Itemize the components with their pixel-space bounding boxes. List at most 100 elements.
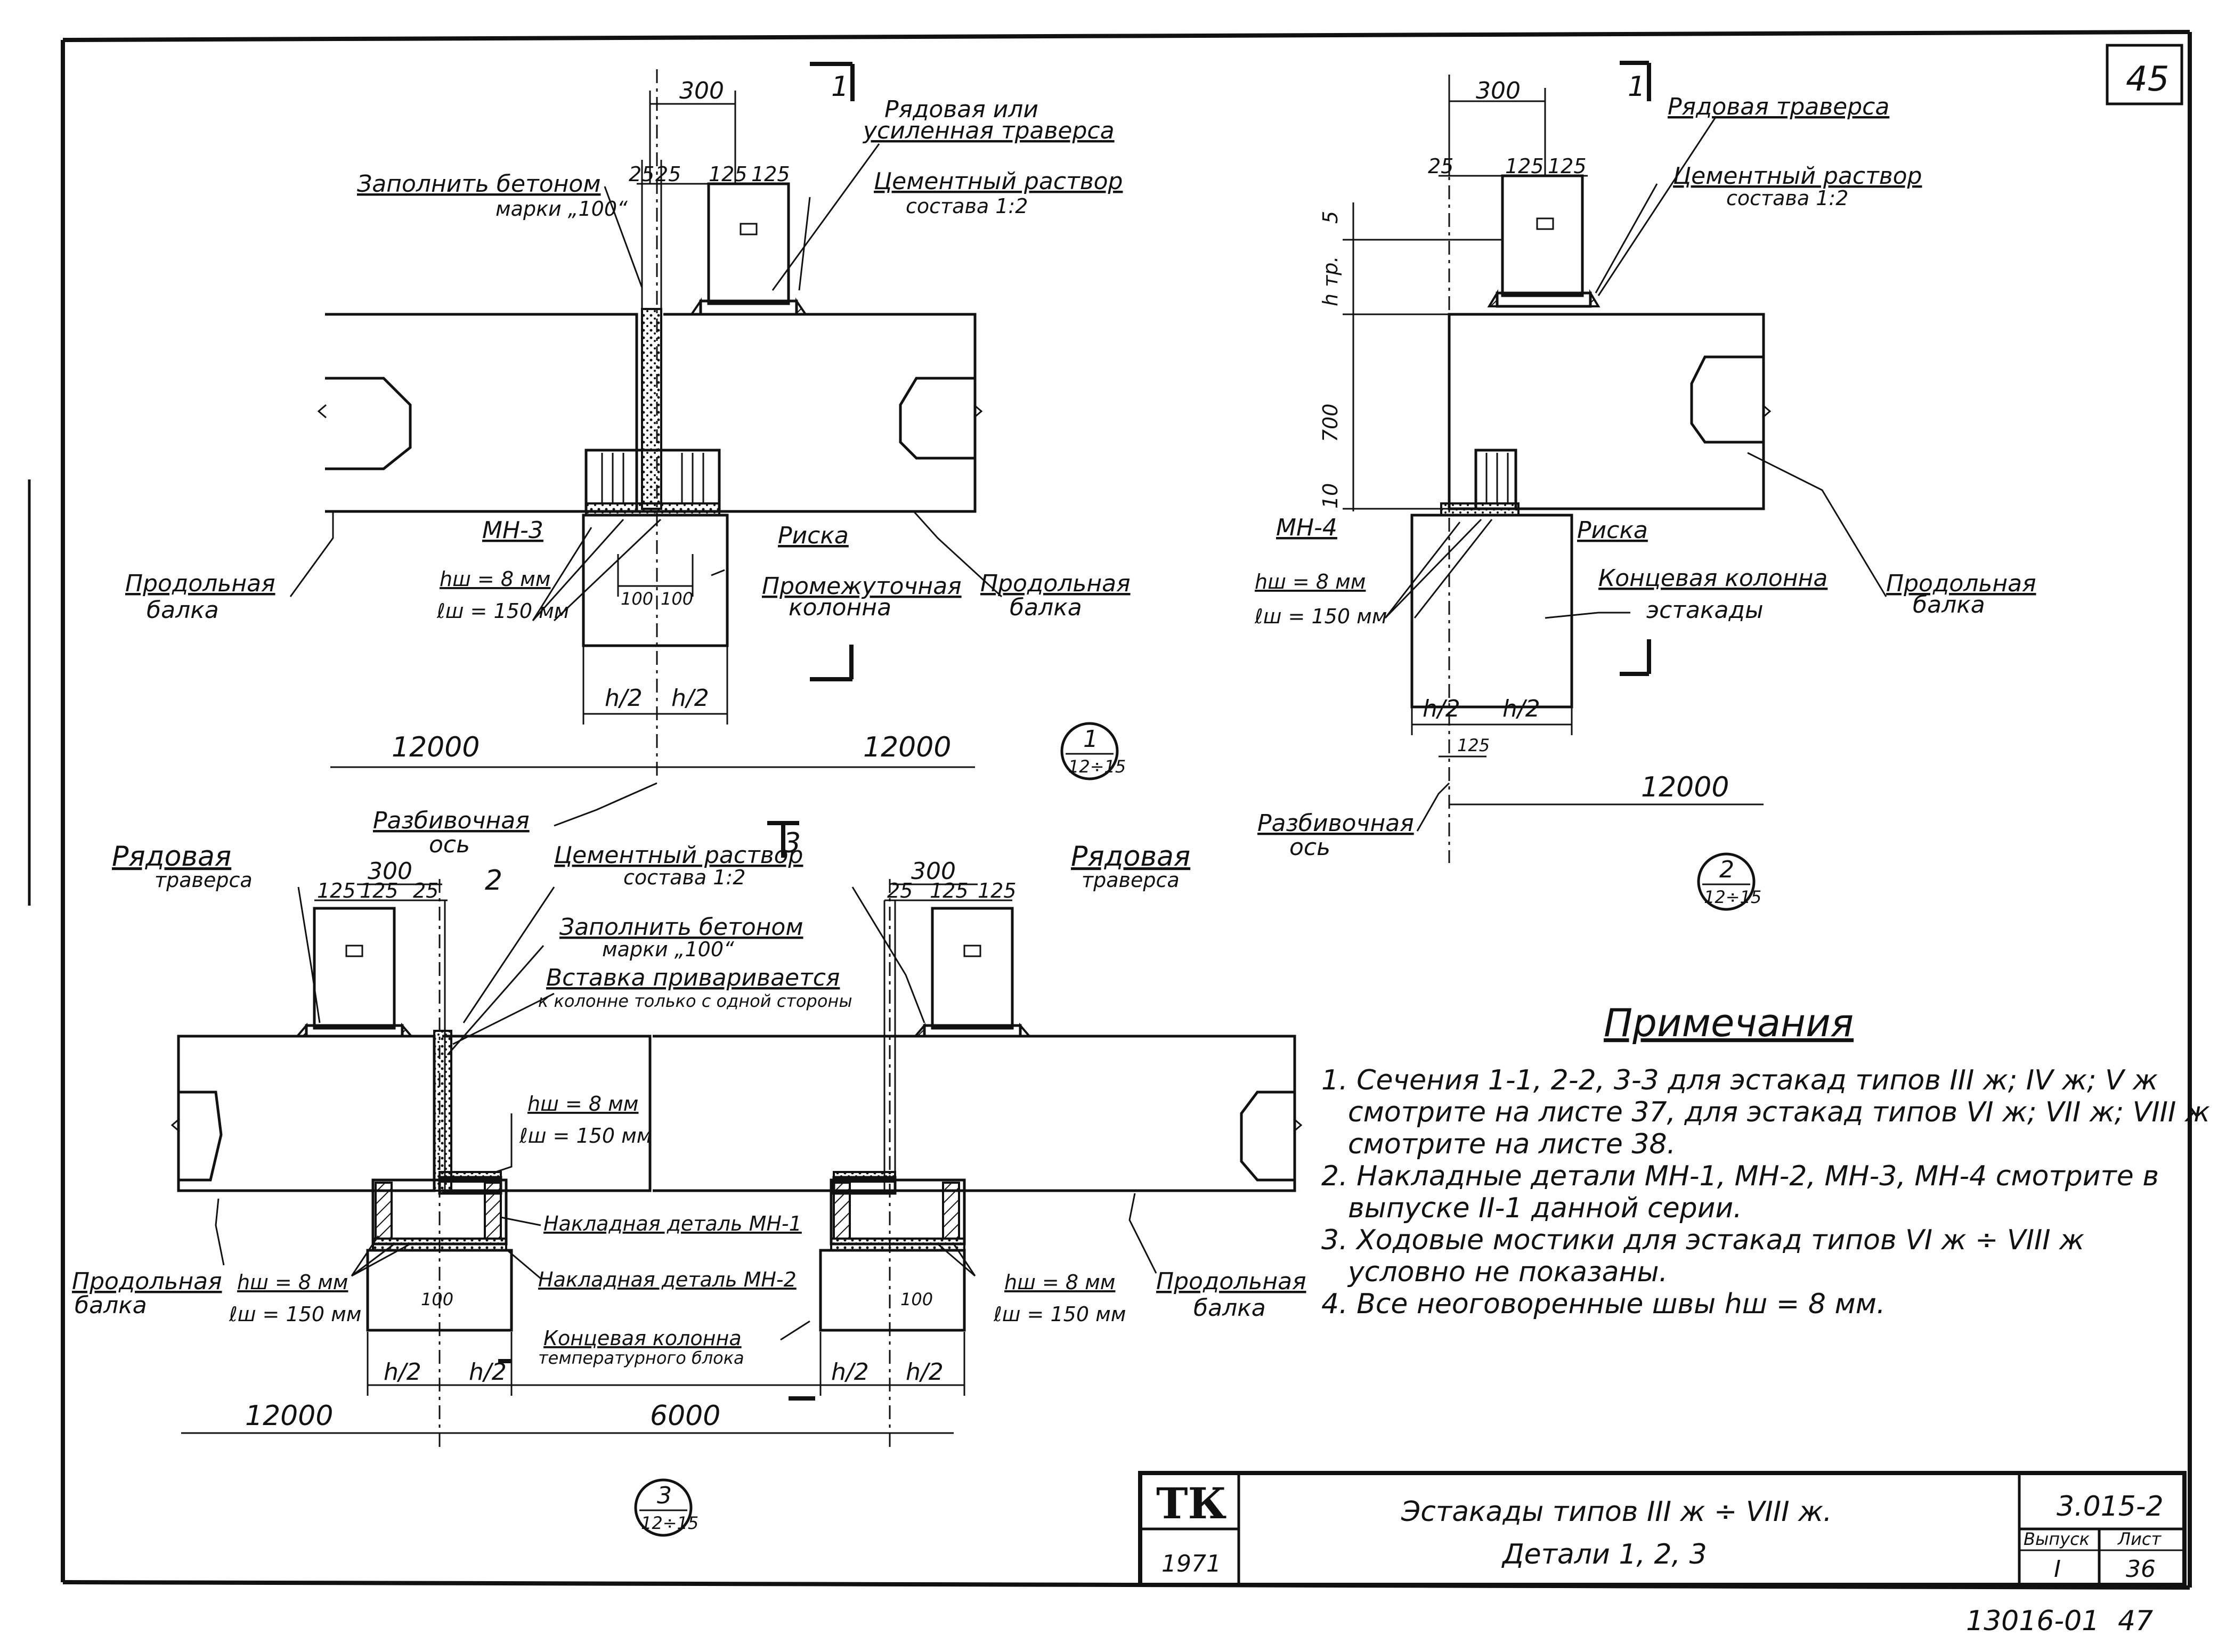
d3-mortar1: Цементный раствор	[554, 842, 803, 869]
d2-dim-5: 5	[1319, 211, 1342, 224]
d1-label-beam-l2: балка	[147, 597, 219, 624]
d3-dim-25l: 25	[413, 879, 438, 902]
d1-axis2: ось	[429, 831, 470, 858]
d3-beam-r2: балка	[1193, 1295, 1266, 1322]
note-2a: 2. Накладные детали МН-1, МН-2, МН-3, МН…	[1321, 1160, 2159, 1192]
d1-label-hw: hш = 8 мм	[440, 567, 550, 591]
detail-1-bubble	[1060, 722, 1119, 780]
d2-label-col2: эстакады	[1646, 597, 1764, 624]
bottom-number: 47	[2118, 1605, 2153, 1637]
d3-bubble-num: 3	[657, 1482, 672, 1509]
issue-label: Выпуск	[2024, 1529, 2090, 1549]
d1-bubble-num: 1	[1083, 726, 1098, 753]
d1-dim-125b: 125	[751, 162, 790, 186]
d3-dim-125l1: 125	[317, 879, 356, 902]
d1-label-col2: колонна	[789, 594, 891, 621]
d2-label-col1: Концевая колонна	[1598, 565, 1827, 592]
d2-label-mortar1: Цементный раствор	[1673, 162, 1922, 190]
d3-dim-300l: 300	[368, 858, 412, 885]
d1-label-mortar1: Цементный раствор	[874, 168, 1123, 195]
note-4: 4. Все неоговоренные швы hш = 8 мм.	[1321, 1288, 1885, 1320]
d3-beam-r1: Продольная	[1156, 1268, 1306, 1295]
doc-code: 3.015-2	[2057, 1491, 2164, 1523]
d1-axis1: Разбивочная	[373, 807, 530, 834]
d1-label-lw: ℓш = 150 мм	[436, 599, 569, 623]
note-2b: выпуске II-1 данной серии.	[1348, 1192, 1742, 1224]
column-hatch	[601, 453, 704, 503]
note-3a: 3. Ходовые мостики для эстакад типов VI …	[1321, 1224, 2084, 1256]
page-number: 45	[2126, 60, 2169, 99]
sheet-frame	[28, 30, 2192, 1590]
tk-year: 1971	[1161, 1550, 1221, 1577]
detail-3	[170, 821, 1303, 1449]
d3-endcol1: Концевая колонна	[543, 1327, 742, 1350]
d2-label-hw: hш = 8 мм	[1255, 570, 1366, 593]
d3-span-right: 6000	[650, 1400, 720, 1432]
d3-trav-r2: траверса	[1082, 868, 1180, 892]
d1-dim-25b: 25	[655, 162, 681, 186]
d3-beam-l2: балка	[75, 1292, 147, 1319]
d2-bubble-sub: 12÷15	[1704, 887, 1761, 907]
d1-label-beam-r1: Продольная	[980, 570, 1131, 597]
note-1c: смотрите на листе 38.	[1348, 1128, 1676, 1160]
d1-label-fill1: Заполнить бетоном	[357, 170, 601, 198]
notes-title: Примечания	[1604, 1000, 1854, 1045]
d1-label-traverse: Рядовая или	[884, 96, 1038, 123]
d1-label-fill2: марки „100“	[495, 197, 628, 221]
d3-h2b: h/2	[469, 1358, 507, 1386]
d2-label-risk: Риска	[1577, 517, 1648, 544]
doc-title-1: Эстакады типов III ж ÷ VIII ж.	[1401, 1496, 1832, 1528]
d3-bubble-sub: 12÷15	[641, 1513, 698, 1533]
d3-dim-125r1: 125	[930, 879, 969, 902]
d3-dim-125l2: 125	[360, 879, 399, 902]
d2-dim-700: 700	[1319, 403, 1342, 442]
sheet-label: Лист	[2117, 1529, 2162, 1549]
d3-hw1: hш = 8 мм	[527, 1092, 638, 1116]
d3-lw1: ℓш = 150 мм	[519, 1124, 652, 1148]
d3-trav-l2: траверса	[155, 868, 253, 892]
tk-logo: ТК	[1156, 1478, 1226, 1528]
note-1a: 1. Сечения 1-1, 2-2, 3-3 для эстакад тип…	[1321, 1064, 2158, 1096]
d3-insert1: Вставка приваривается	[546, 964, 840, 991]
d3-dim-100b: 100	[900, 1289, 933, 1309]
d3-lw3: ℓш = 150 мм	[993, 1303, 1126, 1326]
d2-label-mn4: МН-4	[1276, 514, 1337, 541]
d2-span: 12000	[1641, 771, 1729, 803]
note-3b: условно не показаны.	[1347, 1256, 1668, 1288]
d3-dim-100a: 100	[421, 1289, 453, 1309]
d3-mn1: Накладная деталь МН-1	[543, 1212, 802, 1235]
d2-dim-300: 300	[1476, 77, 1521, 104]
d3-beam-l1: Продольная	[72, 1268, 222, 1295]
d3-dim-300r: 300	[911, 858, 956, 885]
d2-dim-125b: 125	[1548, 154, 1587, 178]
d1-label-col1: Промежуточная	[762, 573, 962, 600]
d2-label-traverse: Рядовая траверса	[1668, 93, 1889, 120]
d1-label-mn3: МН-3	[482, 517, 543, 544]
d2-axis1: Разбивочная	[1257, 810, 1414, 837]
d2-dim-125c: 125	[1457, 735, 1490, 755]
d3-h2d: h/2	[906, 1358, 944, 1386]
bottom-stamp: 13016-01	[1966, 1605, 2099, 1637]
d3-hw3: hш = 8 мм	[1004, 1271, 1115, 1294]
detail-2	[1343, 61, 1887, 863]
d3-span-left: 12000	[245, 1400, 333, 1432]
d1-label-mortar2: состава 1:2	[906, 194, 1028, 218]
d1-dim-100a: 100	[621, 589, 653, 609]
d3-hw2: hш = 8 мм	[237, 1271, 348, 1294]
d3-endcol2: температурного блока	[538, 1348, 744, 1368]
d2-dim-10: 10	[1319, 483, 1342, 509]
d2-h2a: h/2	[1423, 695, 1460, 722]
detail-1	[289, 62, 1003, 827]
d1-dim-100b: 100	[661, 589, 693, 609]
d1-span-left: 12000	[392, 731, 480, 763]
d1-label-beam-l1: Продольная	[125, 570, 275, 597]
d2-dim-125a: 125	[1505, 154, 1544, 178]
d2-label-beam1: Продольная	[1886, 570, 2036, 597]
d1-label-risk: Риска	[778, 522, 849, 549]
d3-trav-l1: Рядовая	[112, 841, 231, 873]
d3-dim-125r2: 125	[978, 879, 1017, 902]
d3-section-mark-3: 3	[783, 827, 801, 859]
d2-bubble-num: 2	[1719, 856, 1734, 883]
d1-bubble-sub: 12÷15	[1068, 756, 1126, 777]
